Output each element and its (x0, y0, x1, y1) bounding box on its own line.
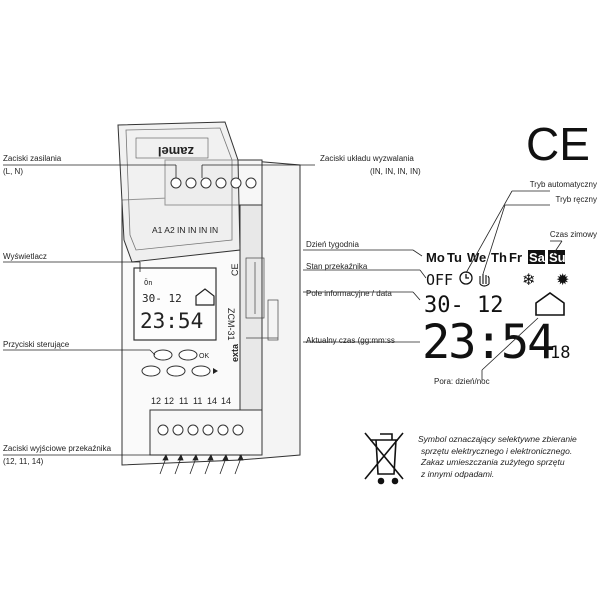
wire-arrows (159, 454, 244, 475)
weee-note: Symbol oznaczający selektywne zbieranie … (418, 434, 577, 480)
arrow-right-icon (213, 368, 218, 374)
transparent-cover[interactable] (117, 121, 241, 263)
day-fr: Fr (509, 250, 522, 265)
lcd-date: 30- 12 (424, 293, 503, 318)
weee-line-4: z innymi odpadami. (421, 468, 495, 479)
label-winter-time: Czas zimowy (549, 230, 597, 239)
label-info-field: Pole informacyjne / data (306, 289, 392, 298)
top-terminal-labels: A1 A2 IN IN IN IN (152, 225, 218, 235)
terminal-12b: 12 (164, 396, 174, 406)
label-trigger-terminals-sub: (IN, IN, IN, IN) (370, 167, 421, 176)
label-trigger-terminals: Zaciski układu wyzwalania (320, 154, 414, 163)
label-supply-terminals: Zaciski zasilania (3, 154, 62, 163)
weee-line-1: Symbol oznaczający selektywne zbieranie (418, 434, 577, 444)
label-display: Wyświetlacz (3, 252, 47, 261)
weee-line-2: sprzętu elektrycznego i elektronicznego. (421, 445, 573, 456)
ce-mark: CE (526, 118, 590, 170)
terminal-11a: 11 (179, 396, 188, 406)
bottom-terminal-labels: 12 12 11 11 14 14 (151, 396, 231, 406)
house-icon (535, 292, 565, 316)
side-brand: exta (230, 343, 240, 362)
day-mo: Mo (426, 250, 445, 265)
label-relay-outputs-sub: (12, 11, 14) (3, 457, 44, 466)
snowflake-icon: ❄ (522, 272, 535, 289)
label-weekday: Dzień tygodnia (306, 240, 359, 249)
control-buttons[interactable] (141, 349, 211, 377)
day-su: Su (549, 250, 566, 265)
lcd-seconds: 18 (550, 343, 570, 363)
weee-bin-icon (364, 432, 404, 485)
label-day-night: Pora: dzień/noc (434, 377, 490, 386)
brand-logo: zamel (158, 144, 194, 159)
small-house-icon (195, 288, 215, 306)
clock-icon (459, 271, 473, 285)
lcd-relay-state: OFF (426, 271, 453, 289)
leader-lines (3, 164, 315, 456)
label-auto-mode: Tryb automatyczny (529, 180, 597, 189)
label-manual-mode: Tryb ręczny (555, 195, 598, 204)
terminal-14a: 14 (207, 396, 217, 406)
day-sa: Sa (529, 250, 546, 265)
label-relay-state: Stan przekaźnika (306, 262, 368, 271)
lcd-days: Mo Tu We Th Fr Sa Su (426, 250, 566, 265)
small-lcd-status: Ön (144, 278, 152, 287)
day-th: Th (491, 250, 507, 265)
label-current-time: Aktualny czas (gg:mm:ss (306, 336, 395, 345)
terminal-11b: 11 (193, 396, 202, 406)
sun-icon: ✹ (556, 272, 569, 289)
terminal-14b: 14 (221, 396, 231, 406)
day-we: We (467, 250, 486, 265)
hand-icon (479, 274, 490, 287)
ok-button-label: OK (199, 353, 209, 360)
small-lcd-date: 30- 12 (142, 292, 182, 305)
small-lcd-time: 23:54 (140, 309, 203, 333)
side-circuit-diagram (245, 257, 279, 341)
model-label: ZCM-31 (226, 308, 236, 341)
lcd-time: 23:54 (422, 315, 554, 370)
bottom-screw-terminals (157, 424, 244, 436)
label-relay-outputs: Zaciski wyjściowe przekaźnika (3, 444, 112, 453)
label-buttons: Przyciski sterujące (3, 340, 70, 349)
day-tu: Tu (447, 250, 462, 265)
label-supply-terminals-sub: (L, N) (3, 167, 23, 176)
terminal-12a: 12 (151, 396, 161, 406)
ce-small: CE (230, 263, 240, 276)
weee-line-3: Zakaz umieszczania zużytego sprzętu (421, 457, 565, 467)
display-window (133, 267, 217, 341)
lcd-leader-lines (303, 190, 563, 380)
top-screw-terminals (170, 177, 257, 189)
